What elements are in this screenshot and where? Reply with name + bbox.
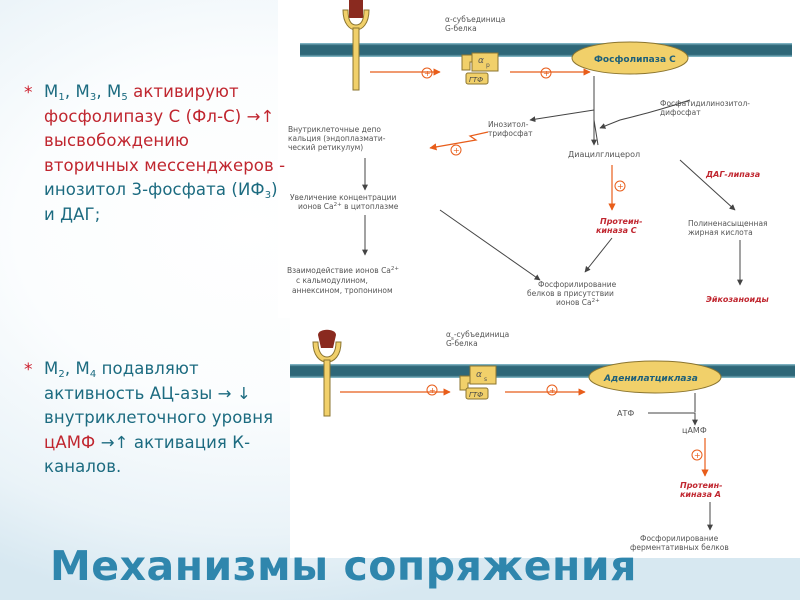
pkc-label-2: киназа С bbox=[596, 226, 637, 235]
svg-text:α: α bbox=[478, 56, 484, 66]
svg-text:α: α bbox=[476, 370, 482, 380]
svg-text:+: + bbox=[694, 451, 701, 460]
plus-icon: + bbox=[540, 67, 552, 79]
adenylate-cyclase-label: Аденилатциклаза bbox=[603, 374, 698, 384]
alpha-label-top-2: G-белка bbox=[445, 24, 477, 33]
svg-text:p: p bbox=[486, 62, 490, 69]
plus-icon: + bbox=[614, 180, 626, 192]
arrow-pip2 bbox=[599, 99, 691, 129]
arrow-to-ip3 bbox=[529, 109, 595, 123]
atf-label: АТФ bbox=[617, 409, 634, 418]
depot-label-1: Внутриклеточные депо bbox=[288, 125, 381, 134]
receptor-top bbox=[342, 9, 370, 31]
g-protein-top: α p ГТФ bbox=[461, 52, 499, 85]
plus-icon: + bbox=[450, 144, 462, 156]
plus-icon: + bbox=[426, 384, 438, 396]
pip2-label-1: Фосфатидилинозитол- bbox=[660, 99, 750, 108]
phos-enzyme-1: Фосфорилирование bbox=[640, 534, 719, 543]
alpha-label-bottom-2: G-белка bbox=[446, 339, 478, 348]
phospholipase-c bbox=[571, 41, 689, 75]
ligand-top bbox=[349, 0, 363, 18]
interaction-3: аннексином, тропонином bbox=[292, 286, 393, 295]
pka-label-2: киназа А bbox=[680, 490, 721, 499]
alpha-label-bottom-1: αs-субъединица bbox=[446, 330, 509, 342]
pufa-label-2: жирная кислота bbox=[688, 228, 753, 237]
ca-increase-2: ионов Ca2+ в цитоплазме bbox=[298, 202, 399, 211]
bullet-list-2: * M2, M4 подавляют активность АЦ-азы → ↓… bbox=[18, 357, 288, 480]
depot-label-3: ческий ретикулум) bbox=[288, 143, 363, 152]
eicosanoids-label: Эйкозаноиды bbox=[706, 295, 770, 304]
receptor-bottom bbox=[312, 341, 342, 363]
receptor-stem-top bbox=[352, 27, 360, 91]
svg-text:+: + bbox=[453, 146, 460, 155]
phos-ca-2: белков в присутствии bbox=[527, 289, 614, 298]
plus-icon: + bbox=[691, 449, 703, 461]
svg-text:s: s bbox=[484, 376, 487, 383]
diagram-panel-bottom bbox=[290, 318, 800, 558]
pkc-label-1: Протеин- bbox=[600, 217, 642, 226]
receptor-stem-bottom bbox=[323, 359, 331, 417]
plus-icon: + bbox=[546, 384, 558, 396]
svg-text:+: + bbox=[429, 386, 436, 395]
plus-icon: + bbox=[421, 67, 433, 79]
svg-text:ГТФ: ГТФ bbox=[469, 391, 483, 399]
dag-label: Диацилглицерол bbox=[568, 150, 640, 159]
phospholipase-c-label: Фосфолипаза С bbox=[594, 55, 676, 65]
bullet-item-2: * M2, M4 подавляют активность АЦ-азы → ↓… bbox=[24, 359, 274, 476]
asterisk-icon: * bbox=[24, 83, 33, 103]
svg-text:+: + bbox=[617, 182, 624, 191]
pufa-label-1: Полиненасыщенная bbox=[688, 219, 768, 228]
ip3-label-1: Инозитол- bbox=[488, 120, 529, 129]
interaction-2: с кальмодулином, bbox=[296, 276, 368, 285]
membrane-top bbox=[300, 43, 792, 57]
camp-label: цАМФ bbox=[682, 426, 707, 435]
svg-text:ГТФ: ГТФ bbox=[469, 76, 483, 84]
depot-label-2: кальция (эндоплазмати- bbox=[288, 134, 386, 143]
arrow-ca-to-phos bbox=[439, 209, 541, 281]
svg-text:+: + bbox=[549, 386, 556, 395]
ip3-label-2: трифосфат bbox=[488, 129, 533, 138]
ligand-bottom bbox=[318, 329, 336, 348]
phos-ca-3: ионов Ca2+ bbox=[556, 298, 600, 307]
pka-label-1: Протеин- bbox=[680, 481, 722, 490]
alpha-label-top-1: α-субъединица bbox=[445, 15, 505, 24]
ca-increase-1: Увеличение концентрации bbox=[290, 193, 396, 202]
arrow-atf-to-camp bbox=[648, 412, 698, 426]
g-protein-bottom: α s ГТФ bbox=[459, 365, 497, 400]
svg-text:+: + bbox=[424, 69, 431, 78]
phos-enzyme-2: ферментативных белков bbox=[630, 543, 729, 552]
arrow-dag-to-lipase bbox=[679, 159, 736, 211]
slide-title: Механизмы сопряжения bbox=[50, 542, 637, 590]
arrow-to-dag bbox=[593, 119, 599, 146]
pip2-label-2: дифосфат bbox=[660, 108, 701, 117]
svg-text:+: + bbox=[543, 69, 550, 78]
dag-lipase-label: ДАГ-липаза bbox=[705, 170, 760, 179]
adenylate-cyclase bbox=[588, 360, 722, 394]
arrow-pkc-to-phos bbox=[584, 237, 613, 273]
interaction-1: Взаимодействие ионов Ca2+ bbox=[287, 266, 399, 275]
bullet-item-1: * M1, M3, M5 активируют фосфолипазу С (Ф… bbox=[24, 82, 286, 224]
bullet-list: * M1, M3, M5 активируют фосфолипазу С (Ф… bbox=[18, 80, 288, 227]
phos-ca-1: Фосфорилирование bbox=[538, 280, 617, 289]
asterisk-icon: * bbox=[24, 360, 33, 380]
lightning-ip3 bbox=[429, 131, 489, 151]
